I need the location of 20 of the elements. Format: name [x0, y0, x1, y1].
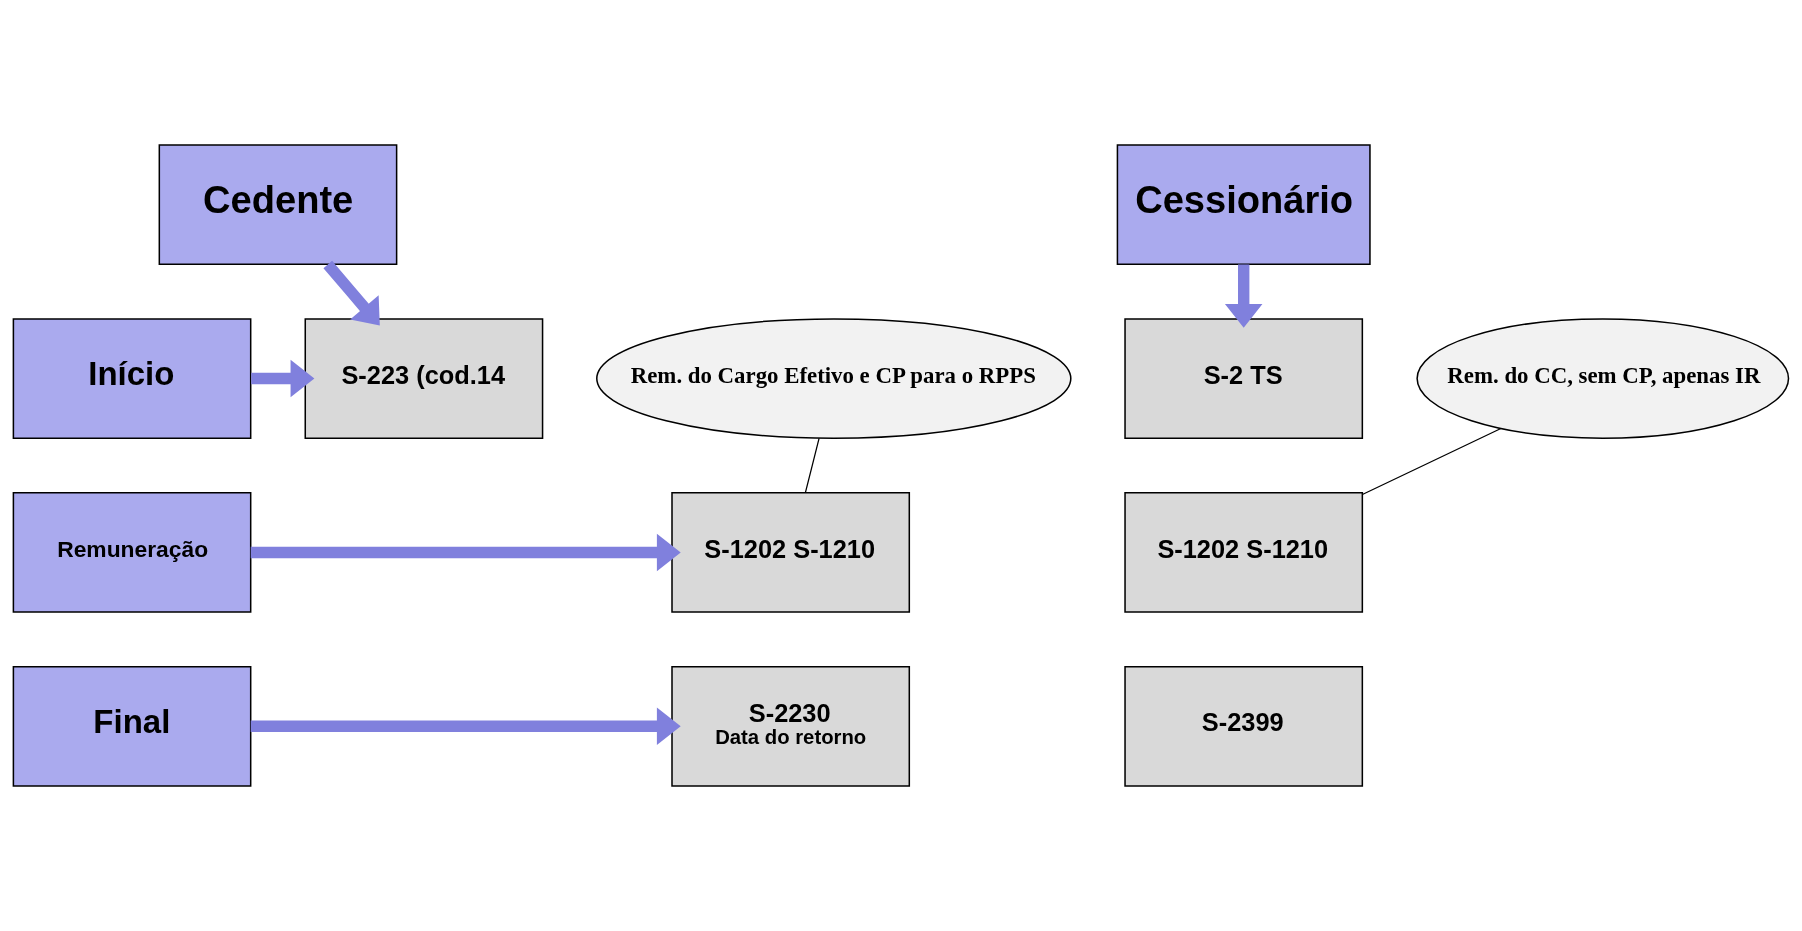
arrow [1224, 264, 1263, 328]
connector [1361, 427, 1502, 496]
node-box: Remuneração [12, 492, 252, 613]
arrow [323, 260, 380, 326]
node-box: S-2 TS [1124, 318, 1364, 439]
node-box: Cessionário [1116, 144, 1371, 266]
arrow [250, 707, 681, 746]
node-ellipse: Rem. do Cargo Efetivo e CP para o RPPS [596, 318, 1072, 439]
node-box: S-1202 S-1210 [1124, 492, 1364, 613]
node-box: Final [12, 665, 252, 787]
node-box: Cedente [158, 144, 398, 266]
node-box: S-223 (cod.14 [304, 318, 544, 439]
connector [804, 437, 820, 493]
node-ellipse: Rem. do CC, sem CP, apenas IR [1416, 318, 1790, 439]
node-box: S-1202 S-1210 [671, 492, 911, 613]
node-box: Início [12, 318, 252, 439]
arrow [251, 359, 315, 398]
node-box: S-2399 [1124, 665, 1364, 787]
node-box: S-2230 Data do retorno [671, 665, 911, 787]
arrow [250, 533, 681, 572]
